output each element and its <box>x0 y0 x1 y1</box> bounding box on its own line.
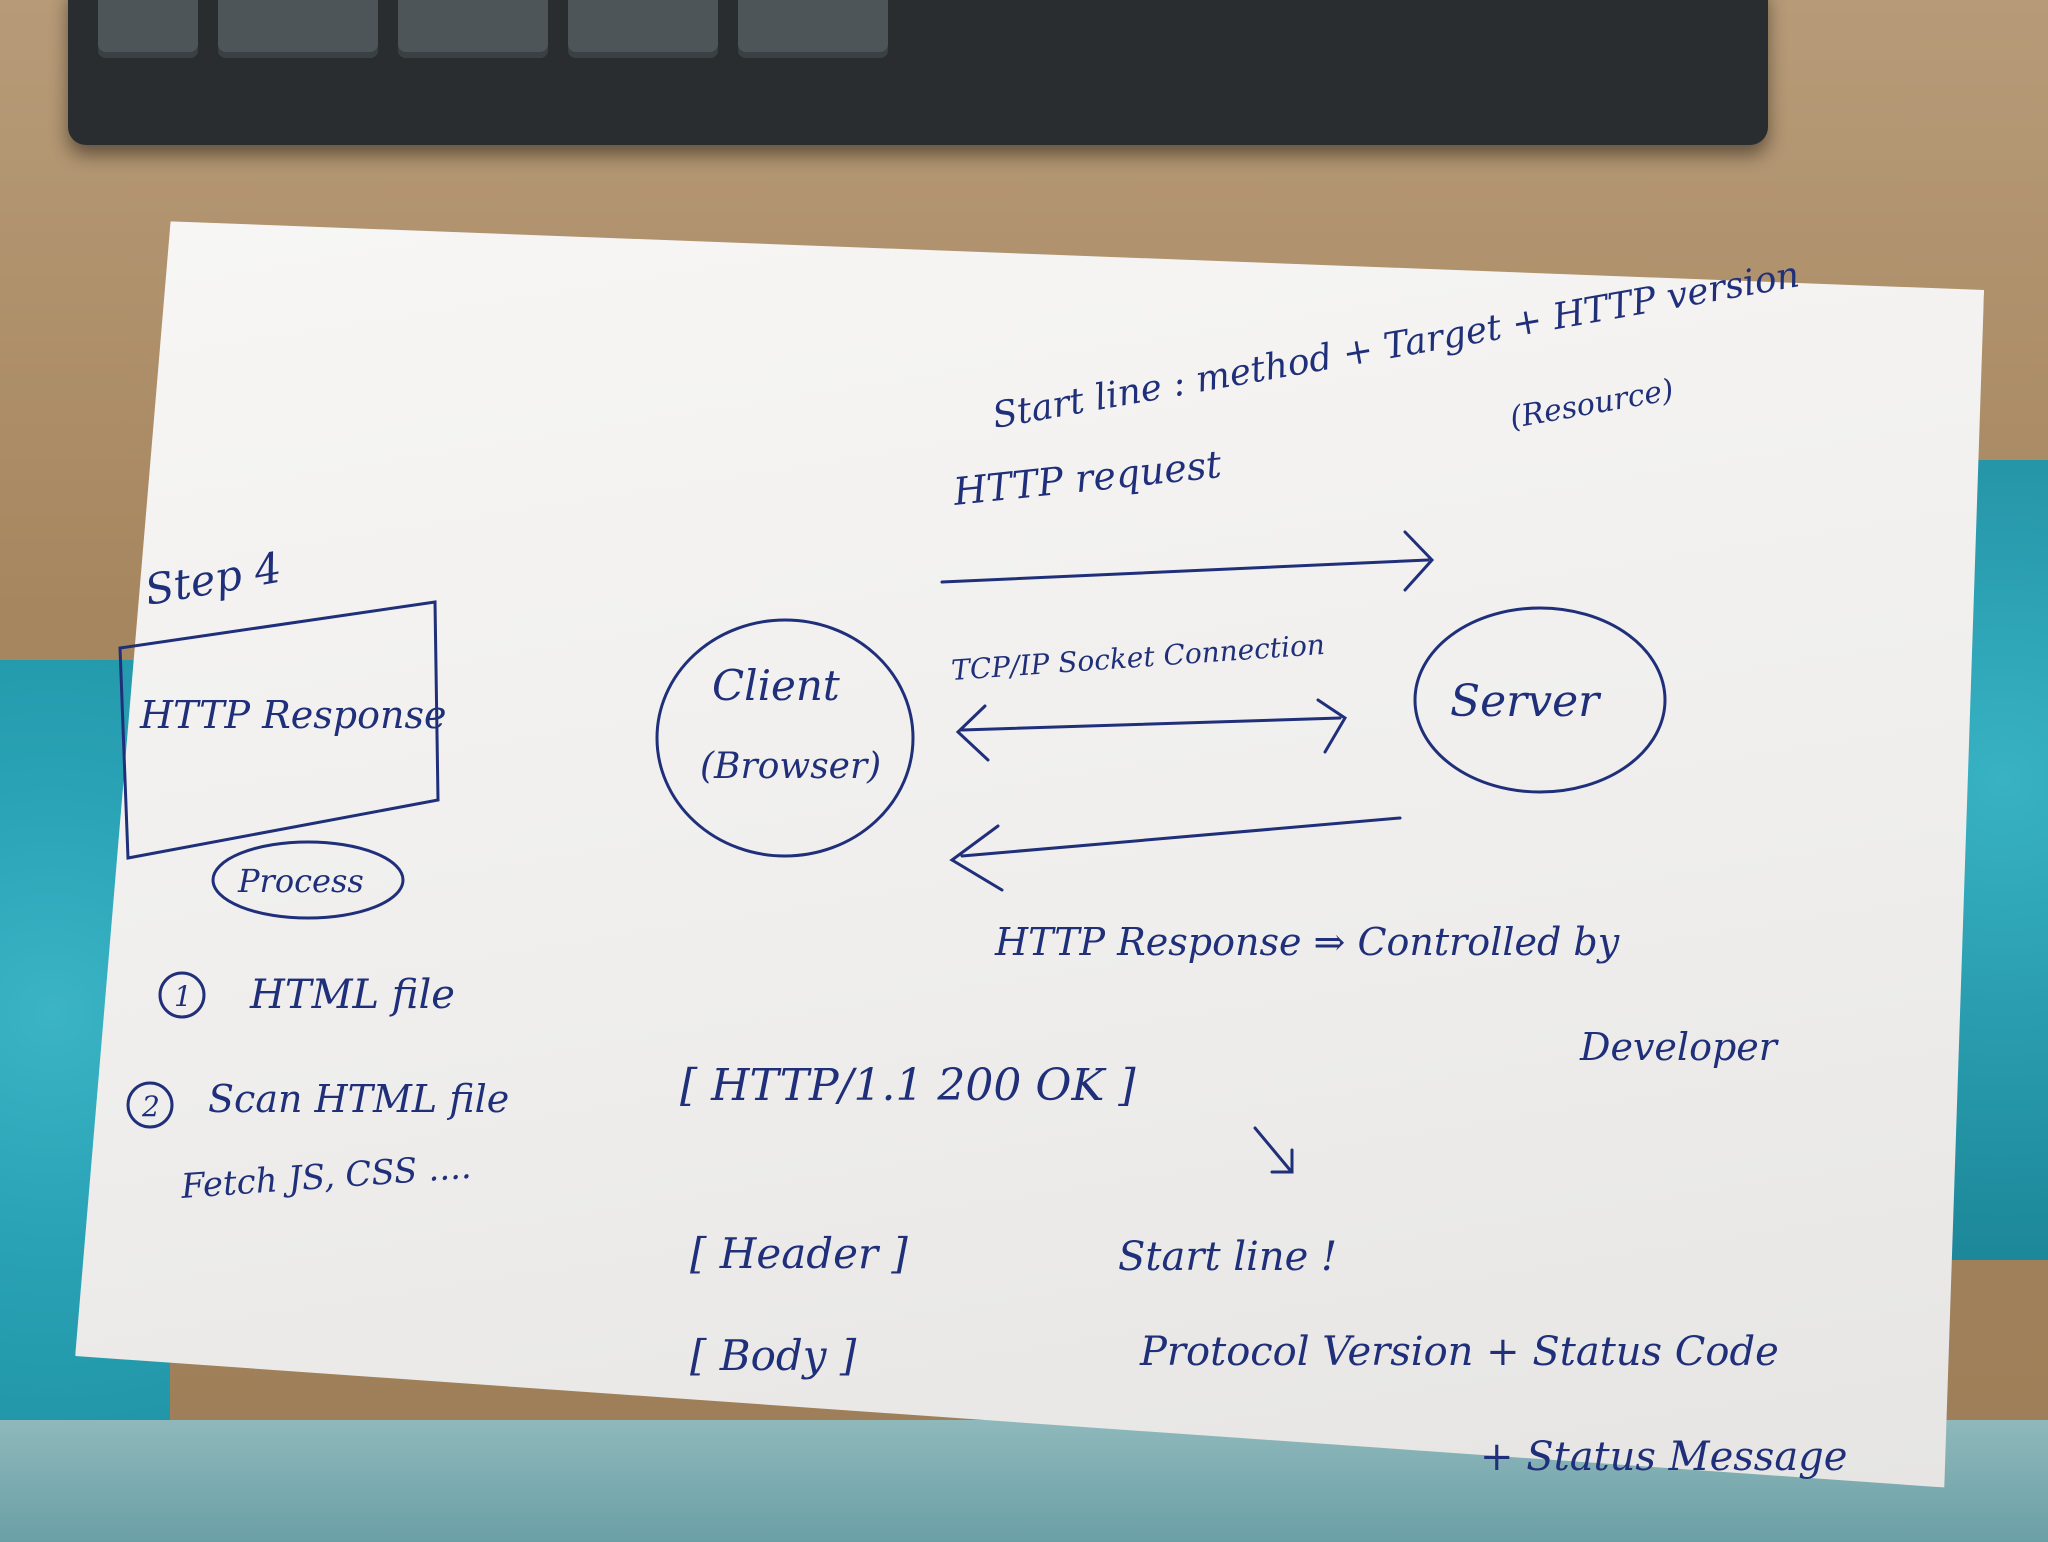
resource-label: (Resource) <box>1507 373 1676 436</box>
item1-number-circle <box>158 971 206 1019</box>
process-label: Process <box>237 862 364 900</box>
item2-number: 2 <box>141 1090 160 1123</box>
server-label: Server <box>1450 676 1602 727</box>
tcp-ip-arrow <box>955 698 1348 762</box>
response-controlled-label: HTTP Response ⇒ Controlled by <box>994 920 1620 964</box>
status-message-label: + Status Message <box>1480 1434 1847 1480</box>
http-request-arrow <box>940 530 1435 592</box>
item2-number-circle <box>126 1081 174 1129</box>
start-line-label: Start line ! <box>1118 1234 1337 1280</box>
keyboard <box>68 0 1768 145</box>
header-label: [ Header ] <box>690 1229 908 1278</box>
server-circle <box>1413 606 1667 794</box>
pointer-arrow <box>1253 1126 1294 1174</box>
keyboard-key <box>568 0 718 58</box>
keyboard-key <box>218 0 378 58</box>
tcp-ip-label: TCP/IP Socket Connection <box>950 628 1326 687</box>
protocol-line-label: Protocol Version + Status Code <box>1139 1329 1779 1375</box>
step-label: Step 4 <box>141 543 285 615</box>
keyboard-key <box>398 0 548 58</box>
process-oval <box>211 840 405 920</box>
http-response-label: HTTP Response <box>139 693 446 737</box>
client-label: Client <box>712 661 840 710</box>
keyboard-key <box>98 0 198 58</box>
http-response-box <box>118 600 440 860</box>
item1-label: HTML file <box>249 972 455 1018</box>
browser-label: (Browser) <box>700 746 881 787</box>
http-request-label: HTTP request <box>950 442 1224 514</box>
keyboard-key <box>738 0 888 58</box>
body-label: [ Body ] <box>690 1331 857 1380</box>
http-response-arrow <box>949 816 1402 892</box>
status-line-label: [ HTTP/1.1 200 OK ] <box>680 1060 1136 1111</box>
request-start-line: Start line : method + Target + HTTP vers… <box>989 254 1802 436</box>
item2-label: Scan HTML file <box>208 1077 509 1121</box>
item1-number: 1 <box>174 980 192 1013</box>
developer-label: Developer <box>1579 1025 1780 1069</box>
fetch-label: Fetch JS, CSS .... <box>179 1147 473 1207</box>
client-circle <box>655 618 915 858</box>
